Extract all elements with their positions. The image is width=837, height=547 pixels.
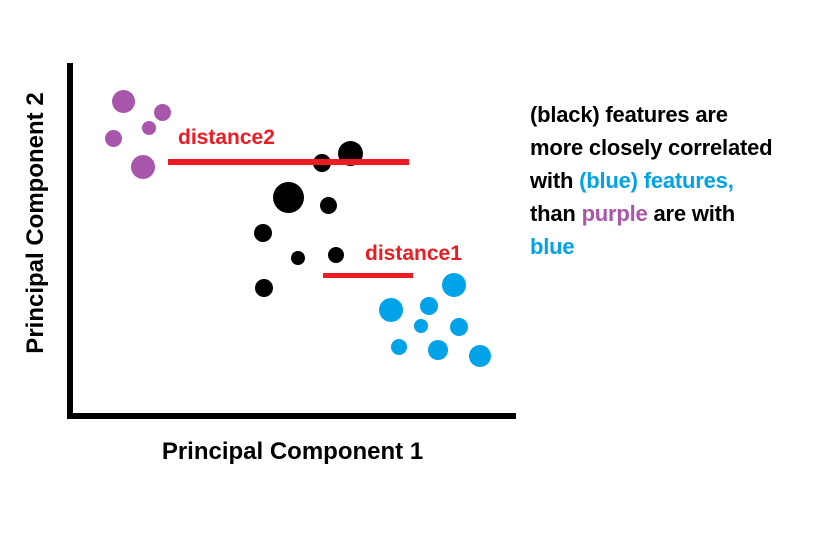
annotation-segment-black: with (530, 168, 580, 193)
annotation-segment-black: are with (647, 201, 736, 226)
annotation-segment-purple: purple (581, 201, 648, 226)
distance2-label: distance2 (178, 126, 275, 149)
annotation-line: (black) features are (530, 98, 830, 131)
purple-cluster-dot (104, 129, 122, 147)
annotation-line: blue (530, 230, 830, 263)
annotation-segment-blue: blue (530, 234, 575, 259)
black-cluster-dot (272, 181, 304, 213)
annotation-line: than purple are with (530, 197, 830, 230)
distance1-label: distance1 (365, 242, 462, 265)
blue-cluster-dot (420, 297, 438, 315)
purple-cluster-dot (111, 89, 135, 113)
x-axis-line (67, 413, 516, 419)
blue-cluster-dot (469, 345, 491, 367)
annotation-segment-black: more closely correlated (530, 135, 773, 160)
annotation-text: (black) features are more closely correla… (530, 98, 830, 263)
blue-cluster-dot (379, 298, 403, 322)
blue-cluster-dot (450, 318, 468, 336)
black-cluster-dot (291, 251, 305, 265)
y-axis-label: Principal Component 2 (22, 92, 49, 354)
blue-cluster-dot (391, 339, 407, 355)
blue-cluster-dot (428, 340, 448, 360)
distance2-line (168, 159, 409, 165)
annotation-line: with (blue) features, (530, 164, 830, 197)
black-cluster-dot (319, 196, 337, 214)
blue-cluster-dot (414, 319, 428, 333)
purple-cluster-dot (131, 155, 155, 179)
annotation-segment-black: (black) features are (530, 102, 728, 127)
y-axis-line (67, 63, 73, 419)
annotation-segment-black: than (530, 201, 582, 226)
purple-cluster-dot (142, 121, 156, 135)
blue-cluster-dot (442, 273, 466, 297)
black-cluster-dot (255, 279, 273, 297)
distance1-line (323, 273, 413, 278)
x-axis-label: Principal Component 1 (161, 438, 424, 465)
annotation-segment-blue: (blue) features, (579, 168, 734, 193)
black-cluster-dot (328, 247, 344, 263)
annotation-line: more closely correlated (530, 131, 830, 164)
black-cluster-dot (254, 224, 272, 242)
purple-cluster-dot (153, 103, 171, 121)
